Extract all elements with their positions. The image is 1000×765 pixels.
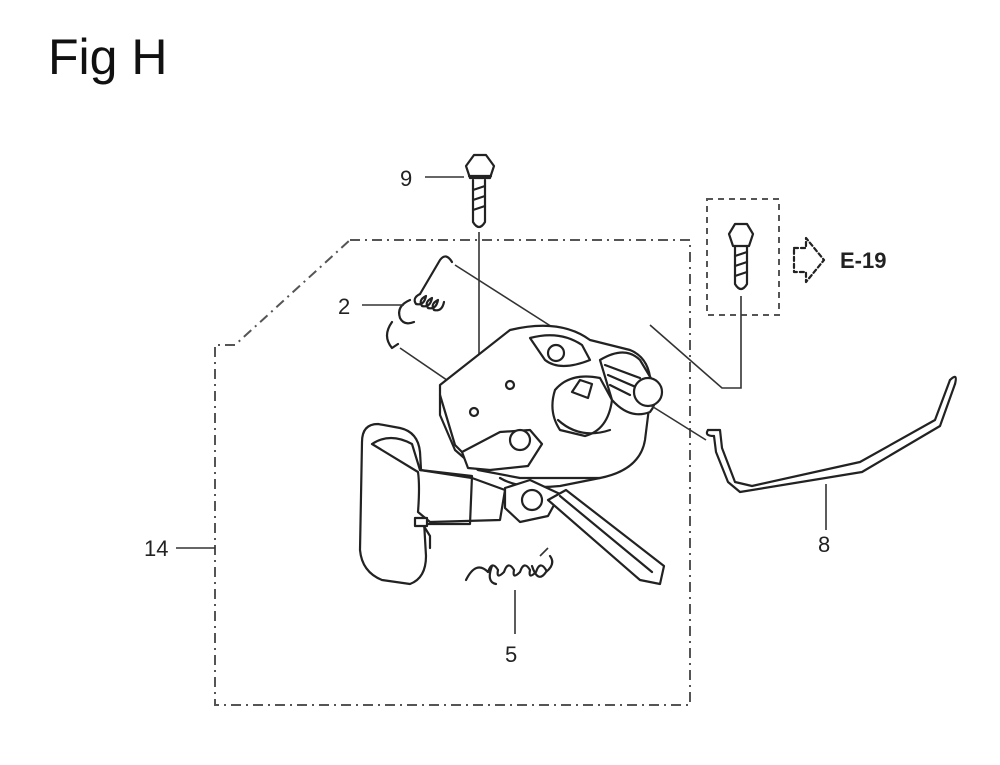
reference-arrow	[792, 236, 826, 284]
reference-bolt	[727, 222, 755, 291]
assembly-14-boundary	[214, 239, 691, 706]
throttle-lever	[460, 428, 666, 586]
part-8-rod	[705, 375, 957, 494]
part-2-spring	[385, 255, 454, 350]
callout-8: 8	[818, 532, 830, 557]
reference-box	[706, 198, 780, 316]
callout-2: 2	[338, 294, 350, 319]
part-9-bolt	[464, 153, 496, 229]
figure-title: Fig H	[48, 29, 168, 85]
callout-5: 5	[505, 642, 517, 667]
axis-line-2a	[454, 264, 561, 333]
axis-line-5	[539, 547, 549, 557]
callout-14: 14	[144, 536, 168, 561]
leader-reference	[649, 296, 742, 389]
reference-label: E-19	[840, 248, 886, 273]
stop-pad	[358, 422, 507, 586]
axis-line-8	[649, 404, 707, 441]
part-5-spring	[464, 554, 554, 586]
callout-9: 9	[400, 166, 412, 191]
